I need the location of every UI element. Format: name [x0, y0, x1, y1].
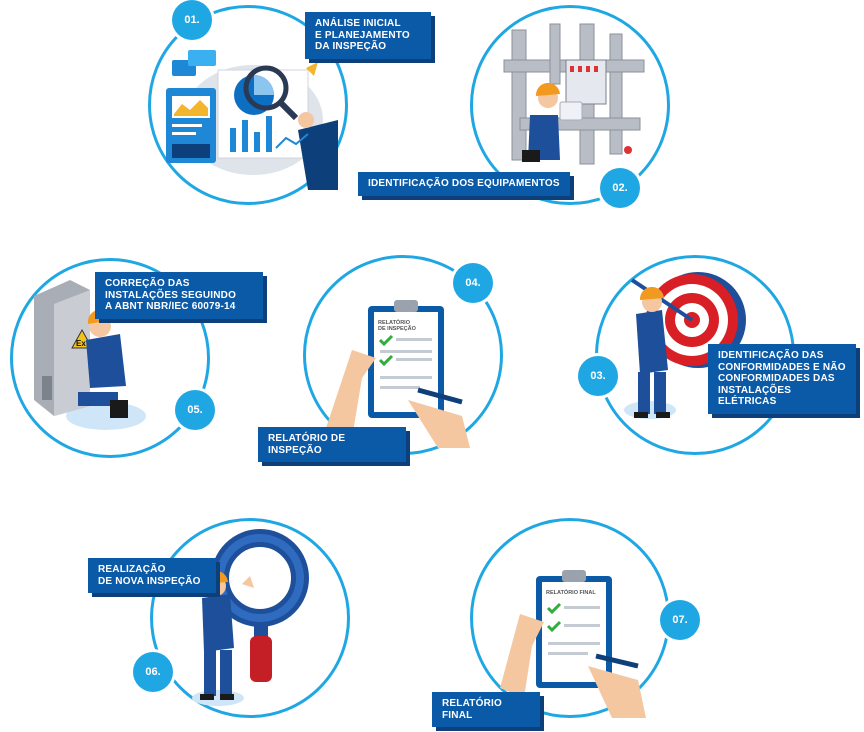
step-01-label-line: DA INSPEÇÃO [315, 41, 387, 52]
step-07-badge: 07. [660, 600, 700, 640]
analysis-illustration [166, 50, 338, 190]
step-05-label-line: A ABNT NBR/IEC 60079-14 [105, 301, 236, 312]
step-02-badge: 02. [600, 168, 640, 208]
ex-sign-text: Ex [76, 339, 86, 348]
step-04-label: RELATÓRIO DE INSPEÇÃO [258, 427, 406, 462]
step-03-label-line: CONFORMIDADES DAS [718, 373, 835, 384]
step-02-label: IDENTIFICAÇÃO DOS EQUIPAMENTOS [358, 172, 570, 196]
step-04-label-line: RELATÓRIO DE INSPEÇÃO [268, 433, 346, 456]
step-03-badge: 03. [578, 356, 618, 396]
step-01-badge: 01. [172, 0, 212, 40]
step-07-label: RELATÓRIO FINAL [432, 692, 540, 727]
step-01-label: ANÁLISE INICIAL E PLANEJAMENTO DA INSPEÇ… [305, 12, 431, 59]
step-05-label: CORREÇÃO DAS INSTALAÇÕES SEGUINDO A ABNT… [95, 272, 263, 319]
step-06-badge: 06. [133, 652, 173, 692]
step-03-label: IDENTIFICAÇÃO DAS CONFORMIDADES E NÃO CO… [708, 344, 856, 414]
step-02-circle [470, 5, 670, 205]
equipment-illustration [503, 23, 645, 165]
step-01-label-line: ANÁLISE INICIAL [315, 18, 401, 29]
report-title-line: RELATÓRIO [378, 318, 411, 326]
step-03-label-line: IDENTIFICAÇÃO DAS [718, 350, 824, 361]
step-05-label-line: CORREÇÃO DAS [105, 278, 190, 289]
correction-illustration: Ex [34, 280, 146, 430]
step-05-badge: 05. [175, 390, 215, 430]
step-06-label-line: DE NOVA INSPEÇÃO [98, 575, 201, 587]
step-02-label-line: IDENTIFICAÇÃO DOS EQUIPAMENTOS [368, 178, 560, 189]
step-06-label-line: REALIZAÇÃO [98, 564, 166, 575]
new-inspection-illustration [192, 529, 309, 706]
step-01-label-line: E PLANEJAMENTO [315, 29, 410, 41]
step-07-label-line: RELATÓRIO FINAL [442, 698, 502, 721]
step-03-label-line: CONFORMIDADES E NÃO [718, 361, 846, 373]
report-clipboard-illustration: RELATÓRIO DE INSPEÇÃO [326, 300, 470, 448]
report-title-line: DE INSPEÇÃO [378, 325, 417, 332]
step-04-badge: 04. [453, 263, 493, 303]
final-report-clipboard-illustration: RELATÓRIO FINAL [500, 570, 646, 718]
final-report-title: RELATÓRIO FINAL [546, 588, 596, 596]
step-06-label: REALIZAÇÃO DE NOVA INSPEÇÃO [88, 558, 216, 593]
step-05-label-line: INSTALAÇÕES SEGUINDO [105, 289, 237, 301]
step-03-label-line: INSTALAÇÕES ELÉTRICAS [718, 384, 792, 408]
